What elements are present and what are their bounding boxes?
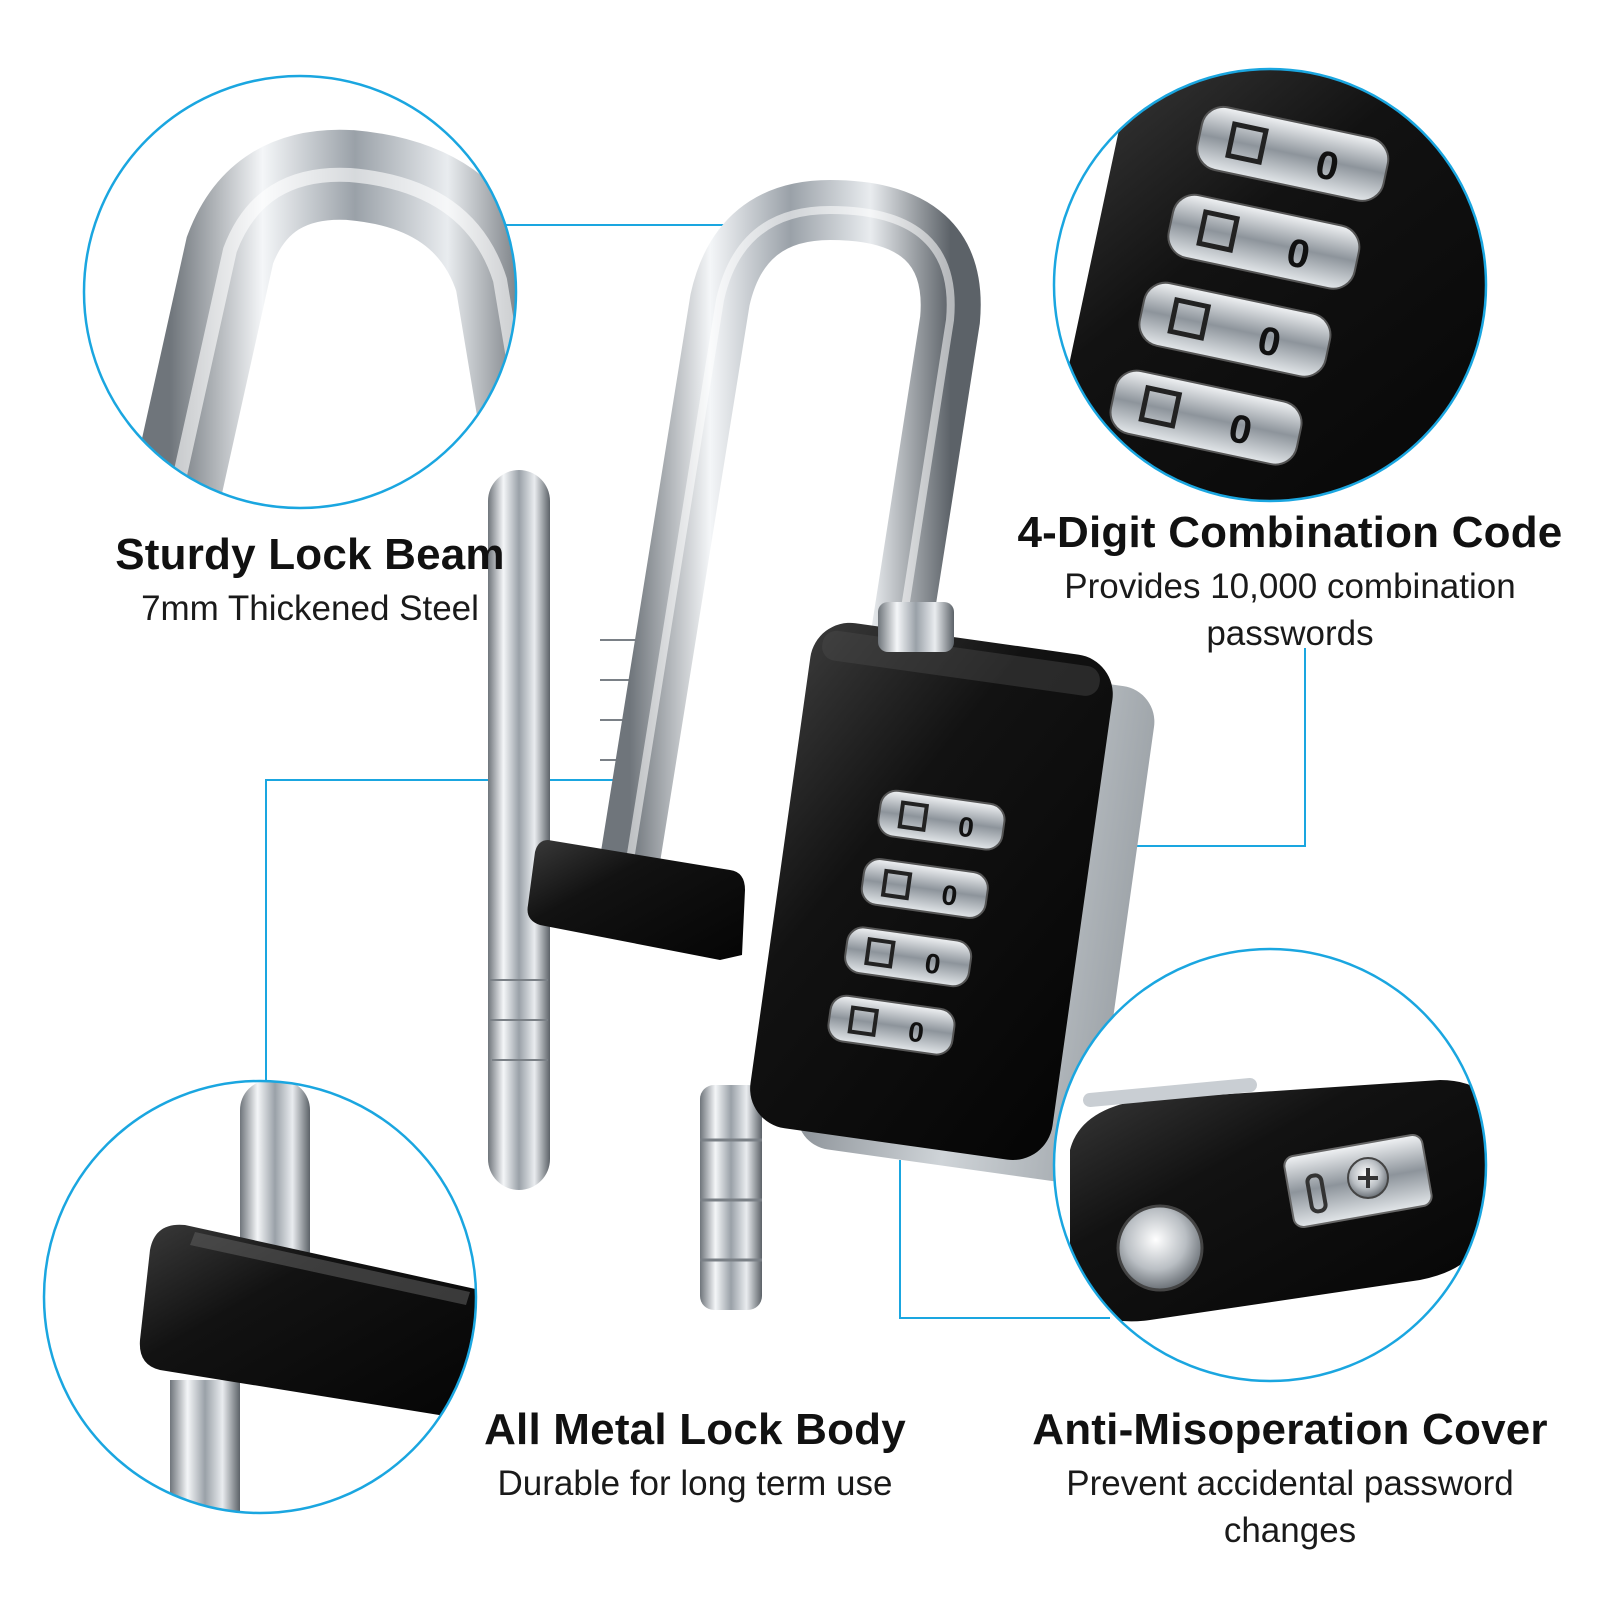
short-bolt <box>700 1085 762 1310</box>
feature-description: 7mm Thickened Steel <box>141 588 479 628</box>
feature-metal-lock-body: All Metal Lock Body Durable for long ter… <box>445 1405 945 1507</box>
feature-description: Provides 10,000 combination passwords <box>1064 566 1516 653</box>
feature-anti-misoperation-cover: Anti-Misoperation Cover Prevent accident… <box>1010 1405 1570 1554</box>
feature-title: Sturdy Lock Beam <box>115 530 505 579</box>
feature-sturdy-lock-beam: Sturdy Lock Beam 7mm Thickened Steel <box>90 530 530 632</box>
svg-text:0: 0 <box>906 1016 926 1049</box>
leader-cover <box>899 1160 1110 1319</box>
feature-title: 4-Digit Combination Code <box>1017 508 1563 557</box>
svg-text:0: 0 <box>923 947 943 980</box>
zoom-circle-beam <box>82 74 518 510</box>
svg-text:0: 0 <box>956 811 976 844</box>
shackle-long-leg <box>488 470 550 1190</box>
feature-description: Durable for long term use <box>497 1463 893 1503</box>
zoom-circle-cover <box>1052 947 1488 1383</box>
svg-text:0: 0 <box>939 879 959 912</box>
feature-combination-code: 4-Digit Combination Code Provides 10,000… <box>1010 508 1570 657</box>
feature-title: All Metal Lock Body <box>484 1405 906 1454</box>
combination-dials: 0 0 0 0 <box>827 789 1006 1056</box>
feature-title: Anti-Misoperation Cover <box>1032 1405 1548 1454</box>
slide-collar <box>527 840 745 960</box>
main-padlock: 0 0 0 0 <box>488 179 1155 1310</box>
feature-description: Prevent accidental password changes <box>1066 1463 1514 1550</box>
zoom-circle-body <box>42 1079 478 1515</box>
shackle-collar <box>878 602 954 652</box>
lock-body: 0 0 0 0 <box>750 622 1155 1182</box>
